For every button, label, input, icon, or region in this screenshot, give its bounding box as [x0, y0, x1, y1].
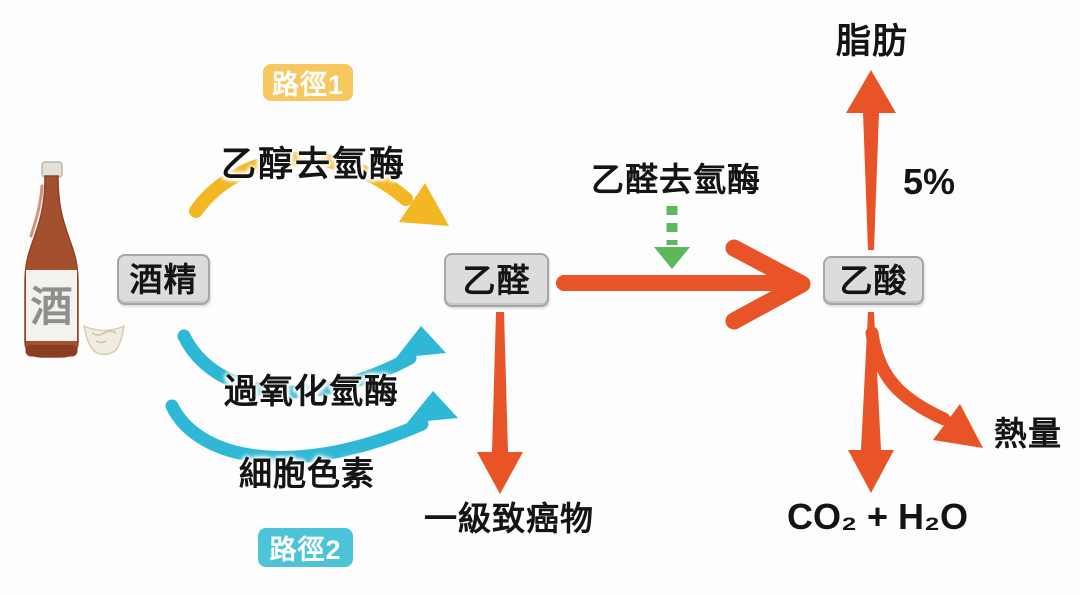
output-heat-label: 熱量: [994, 415, 1062, 452]
enzyme-catalase-label: 過氧化氫酶: [224, 373, 399, 411]
pathway2-catalase-arrow: [177, 326, 446, 399]
pathway2-badge: 路徑2: [258, 528, 353, 567]
pathway1-badge-label: 路徑1: [271, 70, 345, 100]
sake-bottle-icon: 酒: [24, 161, 125, 358]
carcinogen-arrow: [477, 312, 523, 494]
output-carcinogen-label: 一級致癌物: [424, 500, 594, 537]
node-acetaldehyde: 乙醛: [444, 253, 549, 307]
node-ethanol: 酒精: [117, 254, 210, 305]
output-co2-h2o-label: CO₂ + H₂O: [787, 496, 969, 537]
bottle-cap: [41, 161, 63, 178]
sake-cup-icon: [83, 324, 125, 356]
bottle-label: [26, 270, 77, 341]
enzyme-cytochrome-label: 細胞色素: [239, 455, 375, 492]
pathway1-curved-arrow: [189, 151, 449, 226]
bottle-label-text: 酒: [30, 283, 72, 330]
fat-percent-label: 5%: [903, 161, 956, 202]
enzyme-acetaldehyde-dehydrogenase-label: 乙醛去氫酶: [591, 161, 761, 198]
pathway1-badge: 路徑1: [263, 64, 353, 101]
heat-arrow: [865, 326, 983, 448]
pathway2-badge-label: 路徑2: [269, 535, 342, 565]
node-ethanol-label: 酒精: [129, 261, 198, 298]
enzyme-dashed-arrow: [654, 206, 690, 269]
pathway2-cytochrome-arrow: [165, 391, 458, 464]
main-reaction-arrow: [556, 239, 811, 330]
node-acetate: 乙酸: [823, 256, 924, 305]
fat-arrow: [846, 70, 896, 250]
node-acetaldehyde-label: 乙醛: [462, 261, 531, 299]
co2-arrow: [848, 312, 894, 493]
output-fat-label: 脂肪: [836, 22, 909, 61]
node-acetate-label: 乙酸: [839, 262, 908, 299]
enzyme-alcohol-dehydrogenase-label: 乙醇去氫酶: [221, 145, 407, 184]
bottle-base-band: [25, 345, 78, 357]
bottle-highlight: [29, 184, 44, 238]
